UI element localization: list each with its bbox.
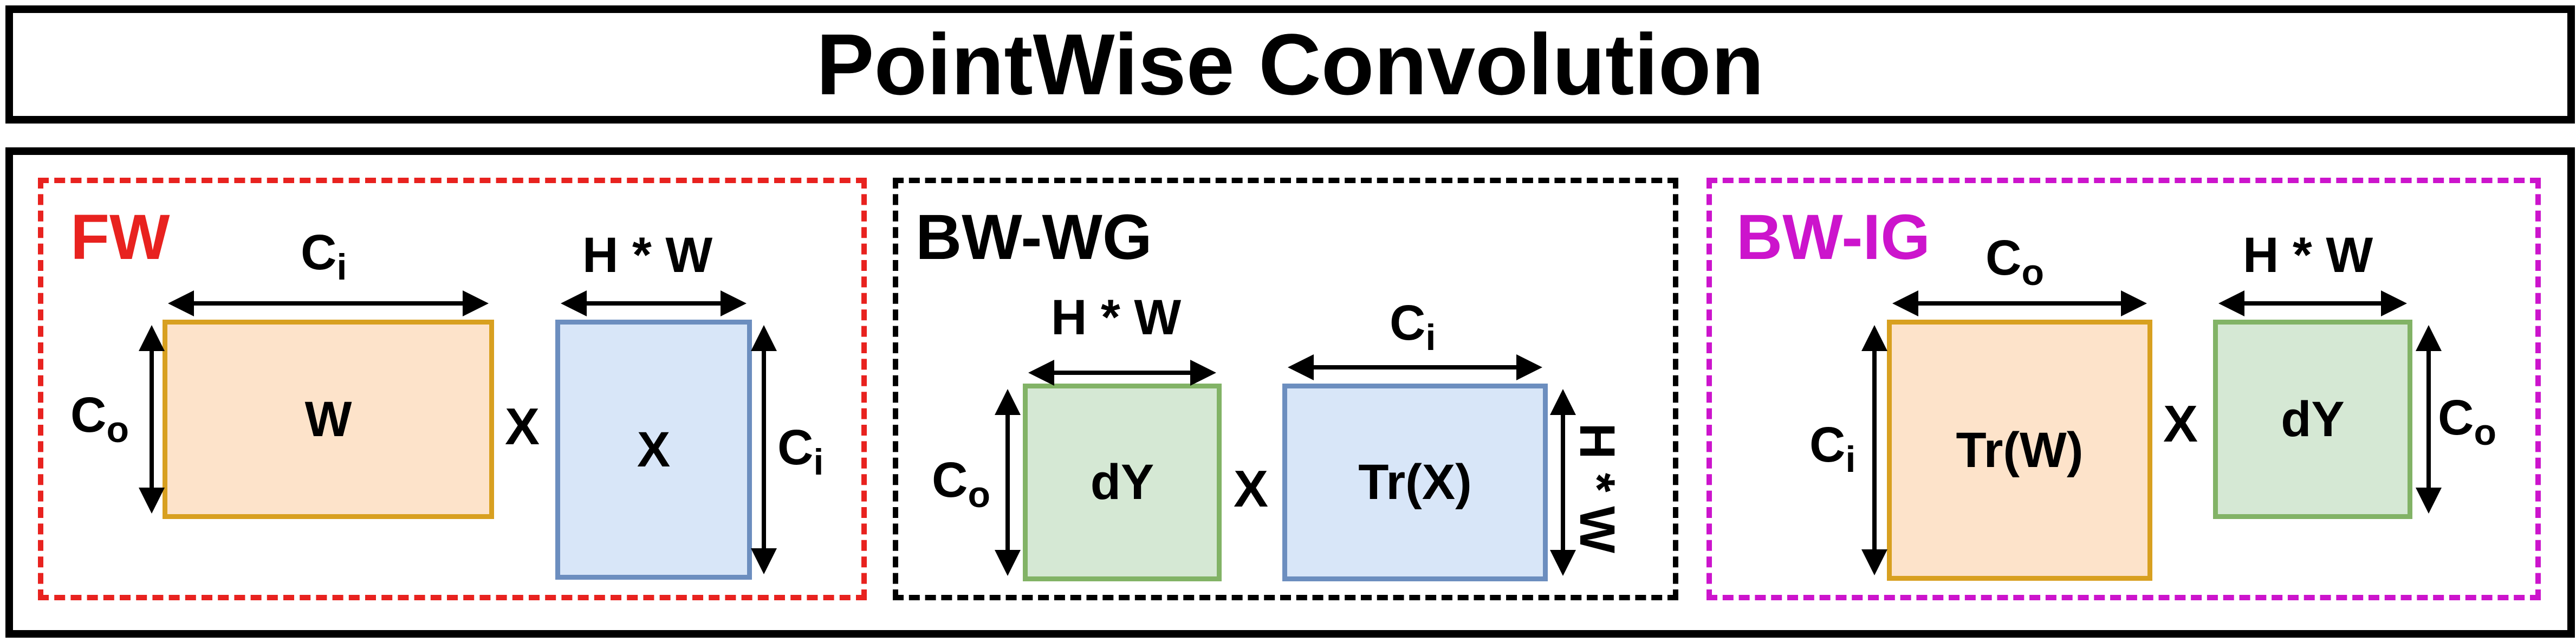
bw-ig-trw-height-label: Ci xyxy=(1809,417,1856,481)
bw-wg-trx-matrix-label: Tr(X) xyxy=(1358,455,1472,510)
bw-ig-trw-width-label: Co xyxy=(1985,230,2044,294)
bw-wg-trx-height-label: H * W xyxy=(1569,423,1625,554)
panel-bw-ig xyxy=(1706,178,2541,600)
bw-ig-title: BW-IG xyxy=(1736,202,1931,273)
bw-wg-dy-matrix-label: dY xyxy=(1090,455,1154,510)
bw-ig-dy-width-label: H * W xyxy=(2243,228,2373,283)
panel-fw xyxy=(38,178,867,600)
bw-wg-dy-matrix: dY xyxy=(1023,384,1222,581)
bw-ig-dy-matrix-label: dY xyxy=(2281,391,2345,447)
bw-ig-dy-height-label: Co xyxy=(2438,390,2496,453)
fw-x-matrix: X xyxy=(555,320,752,580)
bw-wg-trx-width-label: Ci xyxy=(1390,295,1436,359)
fw-w-height-label: Co xyxy=(70,387,129,451)
bw-wg-dy-width-label: H * W xyxy=(1051,290,1182,345)
fw-w-width-label: Ci xyxy=(301,225,347,288)
fw-w-matrix-label: W xyxy=(304,391,352,447)
fw-w-matrix: W xyxy=(163,320,494,519)
panel-bw-wg xyxy=(893,178,1678,600)
bw-wg-multiply-sign: X xyxy=(1234,460,1269,518)
bw-ig-dy-matrix: dY xyxy=(2213,320,2412,519)
fw-x-height-label: Ci xyxy=(777,420,824,483)
fw-title: FW xyxy=(70,202,170,273)
bw-ig-multiply-sign: X xyxy=(2163,395,2198,453)
fw-x-matrix-label: X xyxy=(637,421,671,477)
bw-wg-trx-matrix: Tr(X) xyxy=(1282,384,1548,581)
bw-ig-trw-matrix-label: Tr(W) xyxy=(1956,422,2084,478)
bw-wg-dy-height-label: Co xyxy=(932,452,990,516)
fw-x-width-label: H * W xyxy=(582,228,713,283)
title-box: PointWise Convolution xyxy=(5,5,2575,124)
diagram-title: PointWise Convolution xyxy=(816,16,1764,113)
fw-multiply-sign: X xyxy=(505,398,540,456)
bw-wg-title: BW-WG xyxy=(916,202,1152,273)
bw-ig-trw-matrix: Tr(W) xyxy=(1887,320,2152,581)
